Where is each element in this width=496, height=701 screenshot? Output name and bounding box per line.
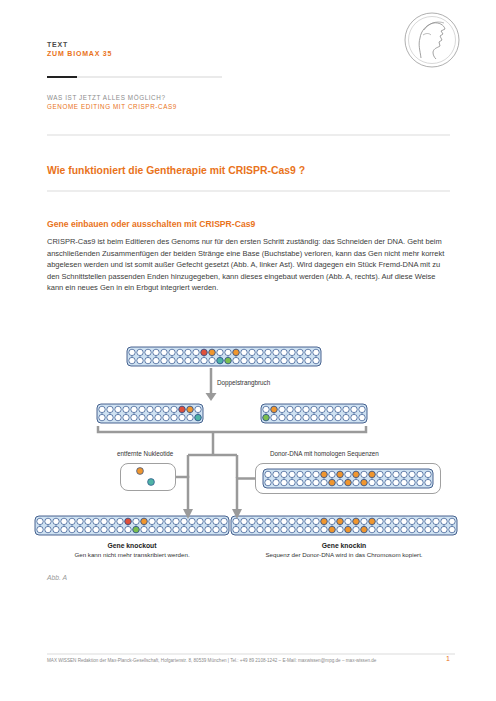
nucleotide xyxy=(209,349,215,355)
flow-arrow xyxy=(237,479,255,516)
box-heading: Donor-DNA mit homologen Sequenzen xyxy=(270,450,379,458)
step-label: Doppelstrangbruch xyxy=(217,379,270,387)
header-kicker: TEXT xyxy=(47,41,68,50)
dna-bases xyxy=(36,517,228,534)
removed-nucleotide xyxy=(148,479,155,486)
dna-backbone xyxy=(263,469,433,488)
nucleotide xyxy=(217,357,223,363)
break-arrow-shaft xyxy=(210,368,213,394)
logo-helmet xyxy=(423,22,444,35)
branch-line xyxy=(188,432,237,478)
nucleotide xyxy=(201,349,207,355)
nucleotide xyxy=(195,414,201,420)
logo-ring xyxy=(409,17,456,64)
nucleotide xyxy=(353,471,359,477)
nucleotide xyxy=(361,479,367,485)
dna-bases xyxy=(98,405,202,422)
nucleotide xyxy=(337,518,343,524)
dna-fragment xyxy=(97,404,203,423)
nucleotide xyxy=(321,471,327,477)
break-arrow-head xyxy=(206,393,217,401)
nucleotide xyxy=(345,479,351,485)
dna-backbone xyxy=(35,516,229,535)
figure-caption: Abb. A xyxy=(47,574,67,582)
dna-bases xyxy=(264,470,432,487)
dna-backbone xyxy=(127,347,321,366)
nucleotide xyxy=(353,518,359,524)
dna-backbone xyxy=(97,404,203,423)
header-rule-accent xyxy=(47,76,77,78)
knockin-dna-band: Gene knockinSequenz der Donor-DNA wird i… xyxy=(232,516,456,562)
box-heading: entfernte Nukleotide xyxy=(117,450,173,458)
header-series: ZUM BIOMAX 35 xyxy=(47,50,112,59)
result-description: Sequenz der Donor-DNA wird in das Chromo… xyxy=(232,551,456,559)
nucleotide xyxy=(187,406,193,412)
nucleotide xyxy=(329,526,335,532)
dna-double-strand xyxy=(127,347,321,366)
dna-bases xyxy=(262,405,366,422)
removed-nucleotide xyxy=(137,468,144,475)
header-rule xyxy=(77,77,222,78)
knockout-dna-band: Gene knockoutGen kann nicht mehr transkr… xyxy=(36,516,228,562)
flow-arrow xyxy=(176,477,188,515)
page-number: 1 xyxy=(446,655,450,664)
removed-nucleotide-box: entfernte Nukleotide xyxy=(120,463,176,491)
logo-profile xyxy=(419,23,445,59)
dna-bases xyxy=(232,517,456,534)
nucleotide xyxy=(345,526,351,532)
logo-ring xyxy=(405,13,459,67)
dna-backbone xyxy=(261,404,367,423)
nucleotide xyxy=(125,518,131,524)
nucleotide xyxy=(369,471,375,477)
nucleotide xyxy=(361,526,367,532)
body-paragraph: CRISPR-Cas9 ist beim Editieren des Genom… xyxy=(47,236,451,294)
bracket xyxy=(98,426,366,432)
nucleotide xyxy=(329,479,335,485)
dna-fragment xyxy=(261,404,367,423)
nucleotide xyxy=(141,518,147,524)
knockout-dna-strand xyxy=(35,516,229,535)
result-heading: Gene knockout xyxy=(36,542,228,550)
nucleotide xyxy=(263,414,269,420)
dna-bases xyxy=(128,348,320,365)
knockin-dna-strand xyxy=(231,516,457,535)
minerva-logo xyxy=(405,13,459,67)
donor-dna-box: Donor-DNA mit homologen Sequenzen xyxy=(255,463,441,494)
section-rule xyxy=(47,135,450,136)
nucleotide xyxy=(337,471,343,477)
result-description: Gen kann nicht mehr transkribiert werden… xyxy=(36,551,228,559)
section-kicker: WAS IST JETZT ALLES MÖGLICH? xyxy=(47,94,166,102)
subtitle: Gene einbauen oder ausschalten mit CRISP… xyxy=(47,219,255,230)
nucleotide xyxy=(233,349,239,355)
page-title: Wie funktioniert die Gentherapie mit CRI… xyxy=(47,164,305,177)
section-topic: GENOME EDITING MIT CRISPR-CAS9 xyxy=(47,103,177,111)
footer-note: MAX WISSEN Redaktion der Max-Planck-Gese… xyxy=(47,658,376,664)
nucleotide xyxy=(321,518,327,524)
nucleotide xyxy=(369,518,375,524)
footer-rule xyxy=(47,654,455,655)
dna-backbone xyxy=(231,516,457,535)
nucleotide xyxy=(225,357,231,363)
donor-dna-strand xyxy=(263,469,433,488)
result-heading: Gene knockin xyxy=(232,542,456,550)
nucleotide xyxy=(133,526,139,532)
nucleotide xyxy=(179,406,185,412)
nucleotide xyxy=(271,406,277,412)
section-rule xyxy=(47,191,450,192)
